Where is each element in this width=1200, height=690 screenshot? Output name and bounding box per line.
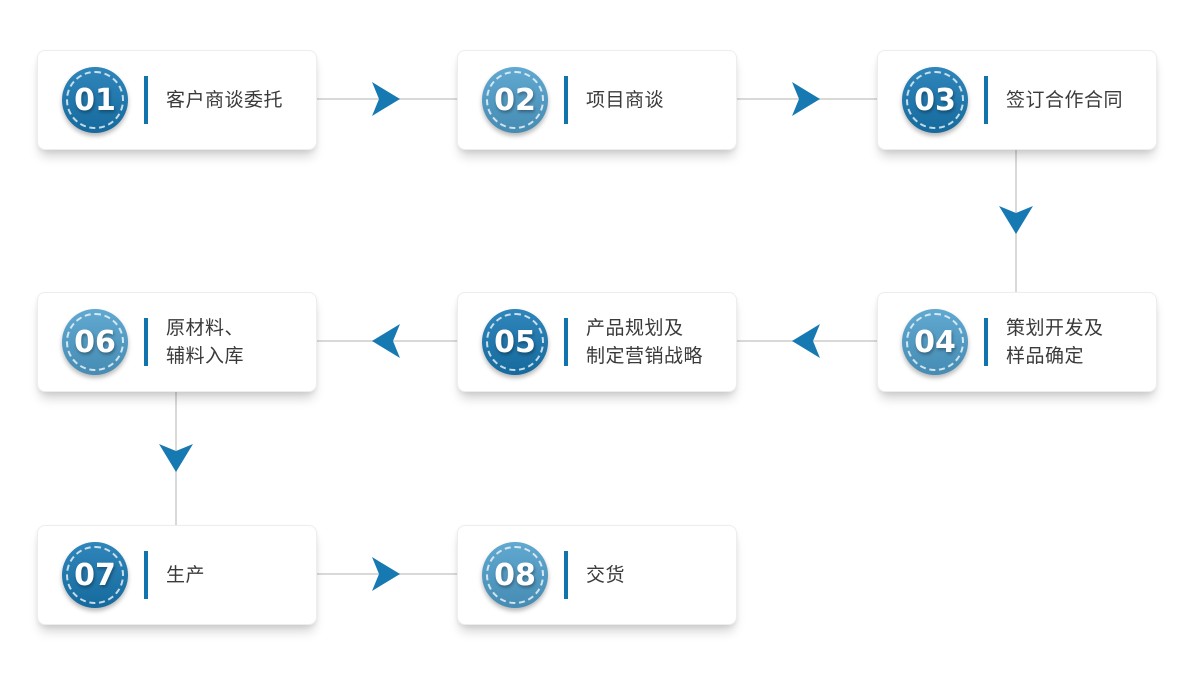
step-number-badge: 04 (902, 309, 968, 375)
step-card-05: 05 产品规划及 制定营销战略 (457, 292, 737, 392)
step-number: 08 (494, 557, 536, 593)
step-label: 交货 (586, 564, 626, 586)
dashed-ring (486, 546, 544, 604)
dashed-ring (906, 313, 964, 371)
arrow-right-icon (792, 82, 820, 116)
step-number-badge: 01 (62, 67, 128, 133)
dashed-ring (486, 313, 544, 371)
step-number-badge: 02 (482, 67, 548, 133)
step-card-08: 08 交货 (457, 525, 737, 625)
divider-bar (144, 76, 148, 124)
divider-bar (564, 551, 568, 599)
arrow-left-icon (792, 324, 820, 358)
step-label: 产品规划及 制定营销战略 (586, 317, 704, 367)
divider-bar (564, 318, 568, 366)
step-card-06: 06 原材料、 辅料入库 (37, 292, 317, 392)
dashed-ring (486, 71, 544, 129)
divider-bar (144, 551, 148, 599)
step-number: 06 (74, 324, 116, 360)
step-number-badge: 08 (482, 542, 548, 608)
step-number-badge: 07 (62, 542, 128, 608)
arrow-down-icon (999, 206, 1033, 234)
step-label: 原材料、 辅料入库 (166, 317, 245, 367)
step-label: 客户商谈委托 (166, 89, 284, 111)
dashed-ring (66, 71, 124, 129)
dashed-ring (906, 71, 964, 129)
step-number-badge: 05 (482, 309, 548, 375)
divider-bar (144, 318, 148, 366)
divider-bar (984, 318, 988, 366)
step-number: 03 (914, 82, 956, 118)
divider-bar (564, 76, 568, 124)
step-number: 07 (74, 557, 116, 593)
step-card-02: 02 项目商谈 (457, 50, 737, 150)
step-label: 策划开发及 样品确定 (1006, 317, 1104, 367)
arrow-down-icon (159, 444, 193, 472)
step-number: 05 (494, 324, 536, 360)
step-label: 签订合作合同 (1006, 89, 1124, 111)
step-number-badge: 03 (902, 67, 968, 133)
dashed-ring (66, 313, 124, 371)
step-number: 04 (914, 324, 956, 360)
step-card-03: 03 签订合作合同 (877, 50, 1157, 150)
step-card-01: 01 客户商谈委托 (37, 50, 317, 150)
step-number: 01 (74, 82, 116, 118)
divider-bar (984, 76, 988, 124)
step-label: 生产 (166, 564, 206, 586)
step-card-07: 07 生产 (37, 525, 317, 625)
arrow-right-icon (372, 557, 400, 591)
step-label: 项目商谈 (586, 89, 665, 111)
step-number-badge: 06 (62, 309, 128, 375)
arrow-left-icon (372, 324, 400, 358)
step-number: 02 (494, 82, 536, 118)
step-card-04: 04 策划开发及 样品确定 (877, 292, 1157, 392)
dashed-ring (66, 546, 124, 604)
arrow-right-icon (372, 82, 400, 116)
